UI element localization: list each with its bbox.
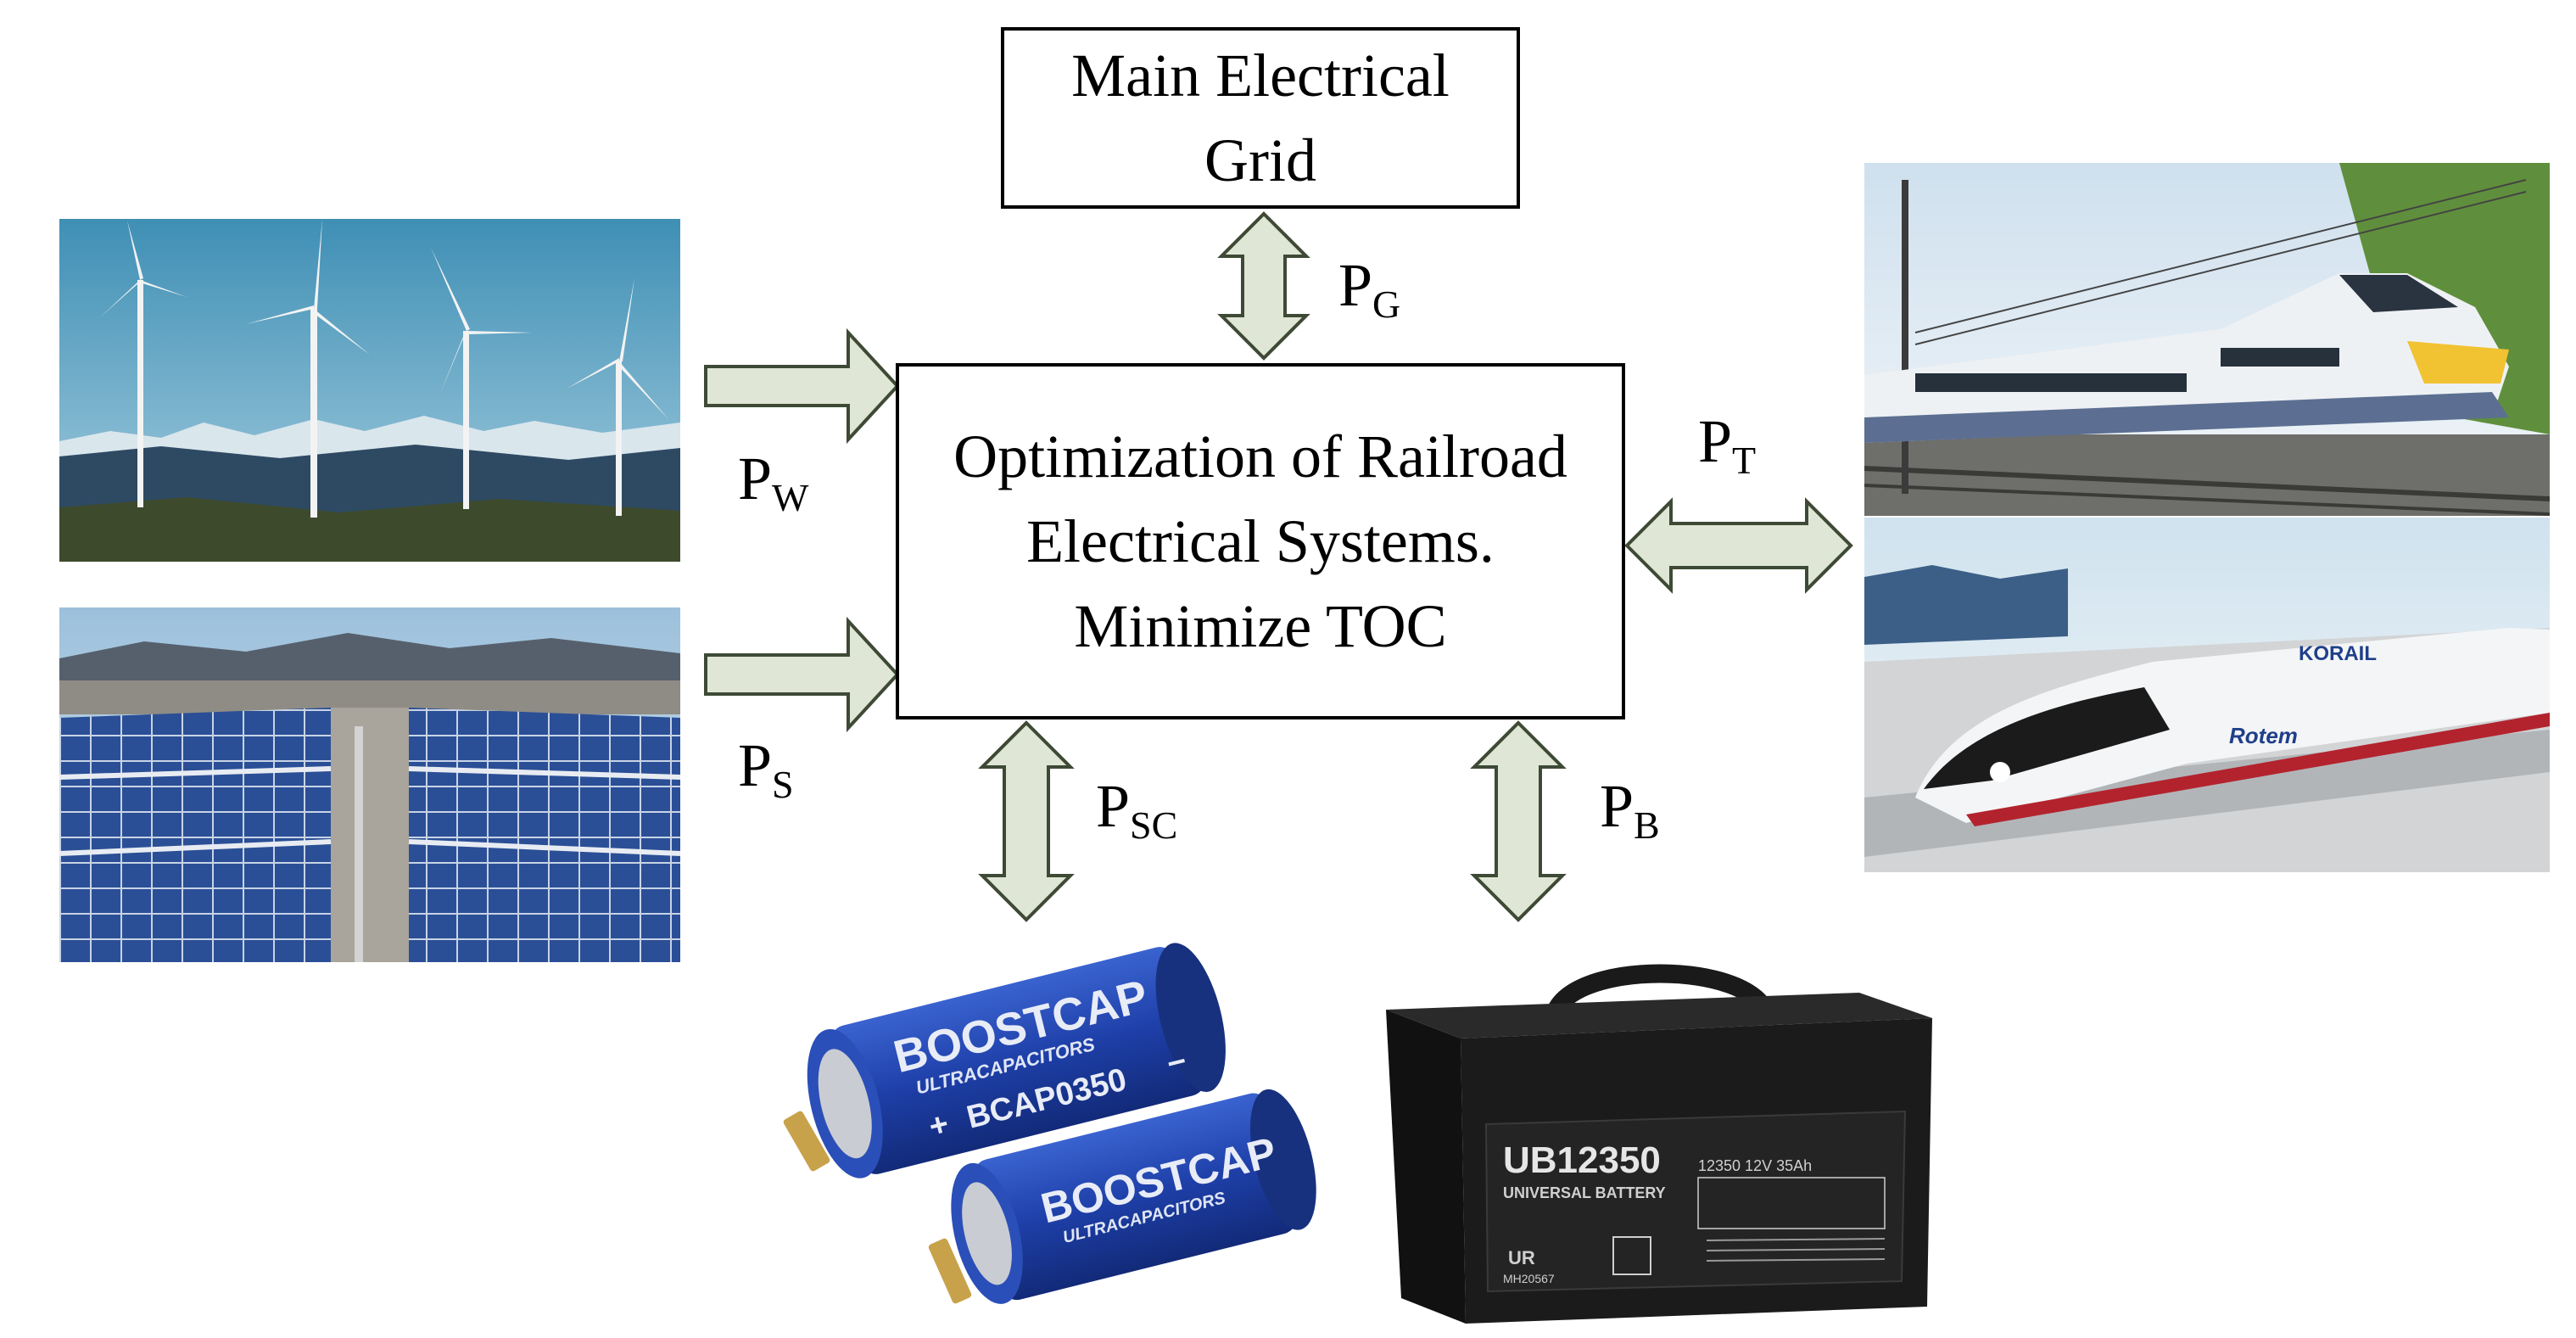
train-image-bottom: KORAIL Rotem bbox=[1864, 518, 2550, 872]
svg-text:UR: UR bbox=[1508, 1247, 1535, 1268]
train-flow-arrow bbox=[1624, 497, 1853, 594]
train-image-top bbox=[1864, 163, 2550, 516]
battery-brand-text: UNIVERSAL BATTERY bbox=[1503, 1184, 1666, 1201]
main-grid-block: Main Electrical Grid bbox=[1001, 27, 1520, 209]
grid-flow-arrow bbox=[1217, 211, 1310, 361]
optimization-label: Optimization of Railroad Electrical Syst… bbox=[953, 423, 1567, 660]
supercapacitor-image: BOOSTCAP ULTRACAPACITORS BCAP0350 + − BO… bbox=[763, 933, 1374, 1332]
supercap-flow-arrow bbox=[978, 720, 1075, 922]
wind-power-label: PW bbox=[738, 445, 809, 519]
battery-code-text: MH20567 bbox=[1503, 1272, 1555, 1285]
wind-farm-image bbox=[59, 219, 680, 562]
rotem-logo-text: Rotem bbox=[2229, 723, 2298, 748]
solar-flow-arrow bbox=[704, 616, 900, 733]
battery-spec-text: 12350 12V 35Ah bbox=[1698, 1157, 1812, 1174]
grid-power-label: PG bbox=[1338, 251, 1401, 326]
supercap-power-label: PSC bbox=[1096, 772, 1178, 847]
battery-image: UB12350 UNIVERSAL BATTERY 12350 12V 35Ah… bbox=[1384, 950, 1934, 1332]
wind-flow-arrow bbox=[704, 328, 900, 445]
optimization-block: Optimization of Railroad Electrical Syst… bbox=[896, 363, 1625, 719]
battery-model-text: UB12350 bbox=[1503, 1139, 1661, 1181]
battery-flow-arrow bbox=[1470, 720, 1567, 922]
solar-power-label: PS bbox=[738, 731, 794, 806]
main-grid-label: Main Electrical Grid bbox=[1071, 42, 1450, 194]
korail-logo-text: KORAIL bbox=[2299, 642, 2377, 665]
train-power-label: PT bbox=[1698, 407, 1757, 482]
solar-farm-image bbox=[59, 607, 680, 962]
battery-power-label: PB bbox=[1600, 772, 1660, 847]
